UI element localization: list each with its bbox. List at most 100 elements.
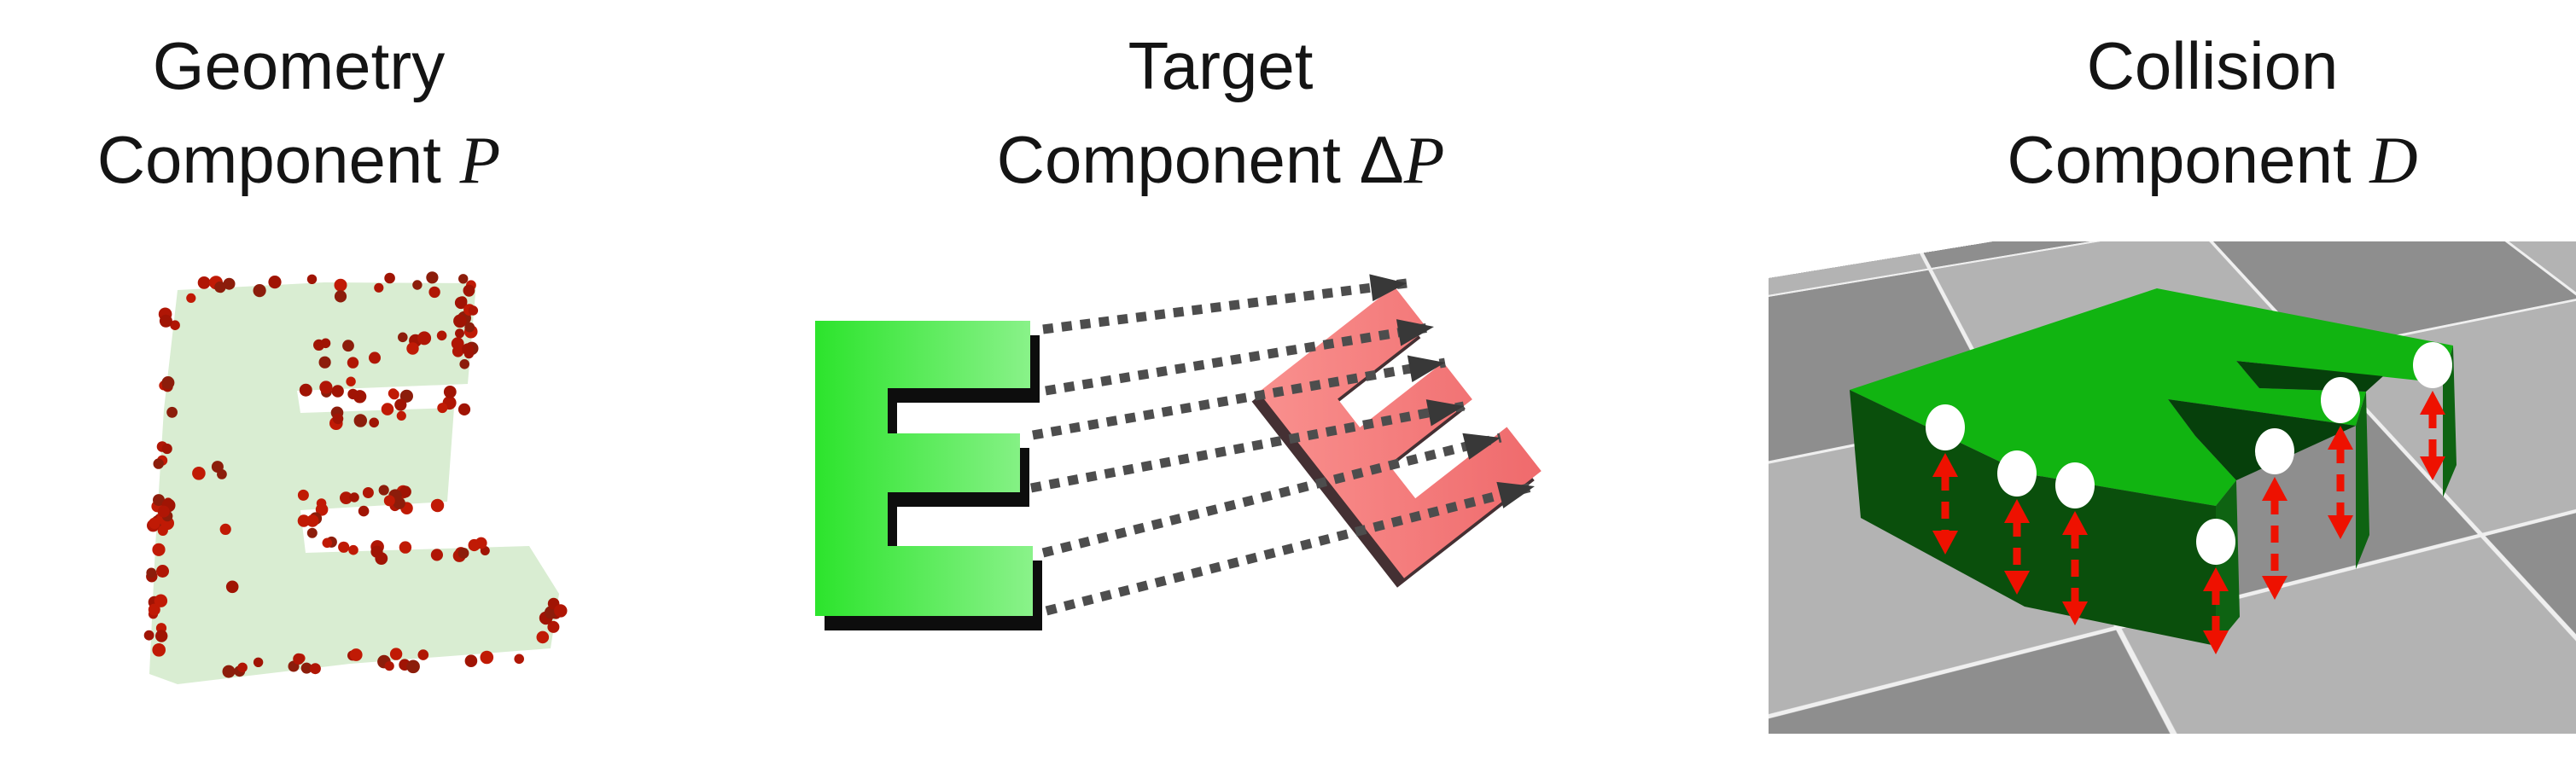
title-line1: Collision bbox=[2086, 28, 2339, 103]
sample-point bbox=[334, 290, 347, 303]
sample-point bbox=[464, 322, 475, 333]
arrowhead-icon bbox=[1407, 355, 1445, 383]
sample-point bbox=[554, 604, 568, 618]
sample-point bbox=[306, 527, 318, 538]
sample-point bbox=[459, 359, 469, 369]
dotted-correspondence-line bbox=[1041, 433, 1502, 558]
sample-point bbox=[237, 662, 248, 673]
sample-point bbox=[297, 489, 309, 501]
collision-sphere bbox=[2196, 519, 2235, 565]
arrow-up-head-icon bbox=[2004, 499, 2030, 523]
title-line1: Target bbox=[1128, 28, 1314, 103]
sample-point bbox=[349, 648, 363, 661]
sample-point bbox=[143, 630, 154, 641]
sample-point bbox=[375, 552, 388, 565]
sample-point bbox=[149, 517, 160, 529]
sample-point bbox=[222, 665, 236, 678]
sample-point bbox=[457, 296, 468, 307]
sample-point bbox=[462, 343, 475, 356]
sample-point bbox=[475, 537, 487, 549]
sample-point bbox=[406, 659, 420, 674]
sample-point bbox=[369, 351, 381, 364]
sample-point bbox=[152, 643, 166, 657]
solid-top-prong-tip-face bbox=[2443, 346, 2457, 497]
sample-point bbox=[342, 340, 354, 352]
sample-point bbox=[406, 342, 419, 355]
sample-point bbox=[384, 272, 395, 284]
collision-render-panel bbox=[1769, 241, 2576, 734]
sample-point bbox=[349, 492, 359, 502]
sample-point bbox=[253, 284, 266, 298]
sample-point bbox=[451, 337, 464, 351]
arrow-up-head-icon bbox=[2262, 477, 2288, 501]
sample-point bbox=[214, 281, 226, 293]
penetration-distance-arrows bbox=[1932, 391, 2445, 654]
sample-point bbox=[412, 280, 423, 290]
sample-point bbox=[197, 276, 211, 289]
sample-point bbox=[458, 548, 469, 559]
arrowhead-icon bbox=[1496, 481, 1535, 508]
sample-point bbox=[348, 544, 358, 555]
sample-point bbox=[309, 663, 321, 675]
sample-point bbox=[153, 494, 165, 507]
sample-point bbox=[369, 417, 380, 428]
arrow-down-head-icon bbox=[2203, 630, 2229, 654]
solid-front-face bbox=[1850, 390, 2216, 646]
arrow-down-head-icon bbox=[1932, 531, 1958, 555]
sample-point bbox=[300, 662, 312, 674]
sample-point bbox=[374, 282, 384, 293]
sample-point bbox=[299, 383, 312, 397]
sample-point bbox=[331, 385, 344, 398]
sample-point bbox=[399, 541, 412, 554]
arrow-down-head-icon bbox=[2262, 576, 2288, 600]
sample-point bbox=[399, 389, 413, 403]
collision-spheres bbox=[1926, 342, 2452, 565]
sample-point bbox=[383, 495, 395, 507]
math-symbol-P: P bbox=[459, 123, 501, 197]
title-line2: Component P bbox=[96, 122, 501, 197]
dotted-correspondence-line bbox=[1045, 322, 1435, 396]
sample-point bbox=[347, 357, 359, 369]
arrowhead-icon bbox=[1425, 399, 1464, 427]
arrow-down-head-icon bbox=[2062, 601, 2088, 625]
sample-point bbox=[297, 514, 311, 527]
sample-point bbox=[319, 380, 333, 394]
dotted-correspondence-line bbox=[1032, 357, 1446, 440]
point-cloud-dots bbox=[143, 271, 568, 678]
math-symbol-D: D bbox=[2369, 123, 2418, 197]
collision-sphere bbox=[2055, 462, 2095, 508]
title-geometry-component: Geometry Component P bbox=[0, 19, 597, 207]
collision-sphere bbox=[2321, 377, 2360, 423]
arrowhead-icon bbox=[1396, 319, 1434, 346]
geometry-point-cloud-panel bbox=[143, 271, 568, 684]
title-target-component: Target Component ΔP bbox=[922, 19, 1519, 207]
sample-point bbox=[318, 356, 331, 369]
sample-point bbox=[358, 505, 370, 517]
sample-point bbox=[161, 376, 175, 389]
sample-point bbox=[166, 406, 178, 418]
dotted-correspondence-line bbox=[1042, 278, 1407, 334]
sample-point bbox=[430, 549, 443, 561]
sample-point bbox=[480, 650, 494, 665]
sample-point bbox=[389, 648, 403, 660]
title-line1: Geometry bbox=[152, 28, 446, 103]
sample-point bbox=[148, 603, 160, 616]
sample-point bbox=[468, 305, 479, 316]
sample-point bbox=[428, 286, 440, 299]
sample-point bbox=[399, 485, 411, 498]
math-symbol-deltaP: P bbox=[1403, 123, 1445, 197]
sample-point bbox=[192, 467, 206, 480]
arrow-down-head-icon bbox=[2004, 571, 2030, 595]
collision-sphere bbox=[2255, 428, 2294, 474]
sample-point bbox=[313, 339, 325, 351]
sample-point bbox=[156, 565, 169, 578]
sample-point bbox=[417, 331, 432, 346]
arrowhead-icon bbox=[1369, 274, 1407, 302]
arrow-up-head-icon bbox=[2420, 391, 2445, 415]
sample-point bbox=[381, 403, 394, 415]
dotted-correspondence-line bbox=[1045, 481, 1536, 616]
sample-point bbox=[378, 485, 389, 496]
sample-point bbox=[268, 276, 282, 289]
sample-point bbox=[154, 594, 168, 607]
title-collision-component: Collision Component D bbox=[1914, 19, 2511, 207]
